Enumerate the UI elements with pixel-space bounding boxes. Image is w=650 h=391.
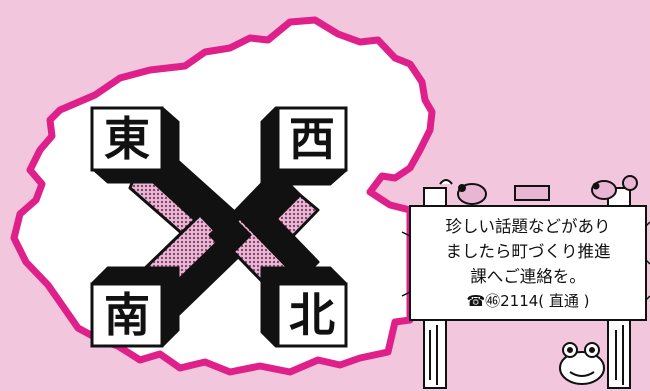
frog-icon (559, 342, 605, 385)
label-box-east (90, 106, 180, 184)
notice-line-3: 課へご連絡を。 (470, 267, 586, 286)
label-box-west (260, 106, 348, 186)
creatures-on-sign (439, 175, 638, 205)
signboard (409, 205, 647, 321)
notice-text: 珍しい話題などがあり ましたら町づくり推進 課へご連絡を。 ☎㊻2114( 直通… (410, 208, 646, 320)
town-map-outline (10, 16, 436, 376)
label-box-north (260, 266, 348, 348)
label-box-south (90, 266, 180, 348)
notice-line-1: 珍しい話題などがあり (445, 217, 611, 236)
label-west: 西 (289, 112, 335, 166)
notice-line-2: ましたら町づくり推進 (445, 242, 611, 261)
label-east: 東 (104, 112, 150, 166)
label-south: 南 (104, 288, 150, 342)
signboard-edge-marks (401, 221, 650, 301)
label-north: 北 (289, 288, 335, 342)
contact-phone: ☎㊻2114( 直通 ) (466, 292, 590, 310)
